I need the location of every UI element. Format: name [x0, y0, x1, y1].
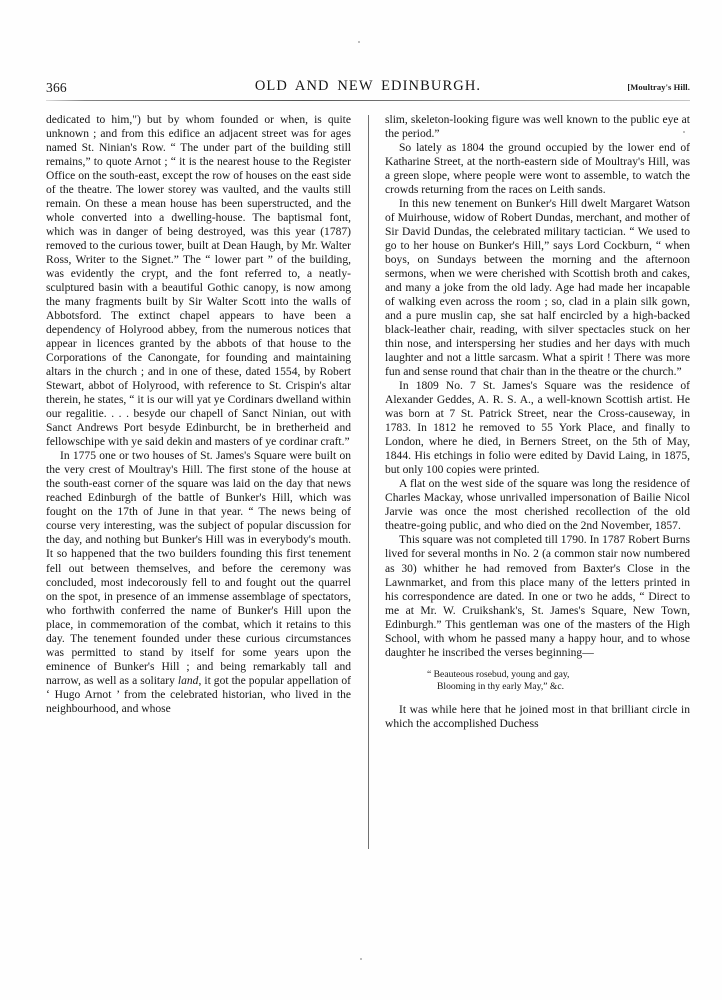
paragraph: In this new tenement on Bunker's Hill dw… — [385, 198, 690, 379]
header-rule — [46, 100, 690, 101]
paragraph-text-tail: , it got the popular appellation of ‘ Hu… — [46, 674, 351, 715]
right-column: slim, skeleton-looking figure was well k… — [385, 113, 690, 731]
scan-speck — [360, 958, 362, 960]
paragraph: In 1775 one or two houses of St. James's… — [46, 449, 351, 715]
page-folio-number: 366 — [46, 80, 67, 95]
paragraph: slim, skeleton-looking figure was well k… — [385, 114, 690, 141]
paragraph: It was while here that he joined most in… — [385, 703, 690, 730]
verse-line: “ Beauteous rosebud, young and gay, — [427, 668, 570, 680]
body-columns: dedicated to him,") but by whom founded … — [46, 113, 690, 933]
paragraph: In 1809 No. 7 St. James's Square was the… — [385, 380, 690, 477]
running-head-section-note: [Moultray's Hill. — [627, 82, 690, 92]
column-divider-rule — [368, 115, 369, 849]
column-gutter — [351, 113, 385, 933]
paragraph-text: In 1775 one or two houses of St. James's… — [46, 450, 351, 687]
paragraph: dedicated to him,") but by whom founded … — [46, 114, 351, 449]
left-column: dedicated to him,") but by whom founded … — [46, 113, 351, 716]
verse-quotation: “ Beauteous rosebud, young and gay, Bloo… — [385, 669, 690, 694]
italic-term: land — [177, 674, 199, 687]
verse-line: Blooming in thy early May,” &c. — [437, 681, 565, 693]
scan-speck — [79, 243, 81, 245]
running-title: OLD AND NEW EDINBURGH. — [254, 78, 482, 94]
paragraph: This square was not completed till 1790.… — [385, 534, 690, 659]
running-head: 366 OLD AND NEW EDINBURGH. [Moultray's H… — [46, 78, 690, 100]
paragraph: A flat on the west side of the square wa… — [385, 478, 690, 533]
scan-speck — [683, 131, 685, 133]
scan-speck — [358, 41, 360, 43]
paragraph: So lately as 1804 the ground occupied by… — [385, 142, 690, 197]
